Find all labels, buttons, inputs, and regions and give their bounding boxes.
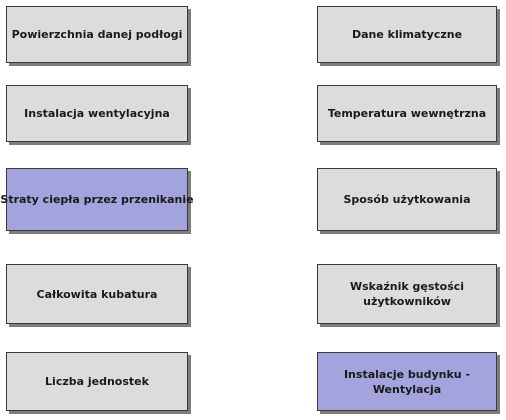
- box-label: Straty ciepła przez przenikanie: [0, 193, 194, 206]
- box-wskaznik-gestosci-uzytkownikow[interactable]: Wskaźnik gęstości użytkowników: [317, 264, 497, 324]
- box-label: Wskaźnik gęstości użytkowników: [349, 280, 465, 308]
- box-liczba-jednostek[interactable]: Liczba jednostek: [6, 352, 188, 411]
- box-temperatura-wewnetrzna[interactable]: Temperatura wewnętrzna: [317, 85, 497, 142]
- box-instalacja-wentylacyjna[interactable]: Instalacja wentylacyjna: [6, 85, 188, 142]
- box-straty-ciepla-przez-przenikanie[interactable]: Straty ciepła przez przenikanie: [0, 168, 194, 231]
- box-label: Temperatura wewnętrzna: [327, 107, 487, 120]
- box-calkowita-kubatura[interactable]: Całkowita kubatura: [6, 264, 188, 324]
- box-label: Sposób użytkowania: [343, 193, 471, 206]
- box-powierzchnia-danej-podlogi[interactable]: Powierzchnia danej podłogi: [6, 6, 188, 63]
- box-label: Całkowita kubatura: [36, 287, 158, 301]
- box-label: Powierzchnia danej podłogi: [11, 28, 183, 41]
- box-instalacje-budynku-wentylacja[interactable]: Instalacje budynku - Wentylacja: [317, 352, 497, 411]
- box-label: Liczba jednostek: [45, 375, 149, 388]
- box-sposob-uzytkowania[interactable]: Sposób użytkowania: [317, 168, 497, 231]
- box-label: Instalacje budynku - Wentylacja: [343, 367, 471, 396]
- box-label: Instalacja wentylacyjna: [24, 107, 170, 120]
- box-dane-klimatyczne[interactable]: Dane klimatyczne: [317, 6, 497, 63]
- box-label: Dane klimatyczne: [351, 28, 463, 41]
